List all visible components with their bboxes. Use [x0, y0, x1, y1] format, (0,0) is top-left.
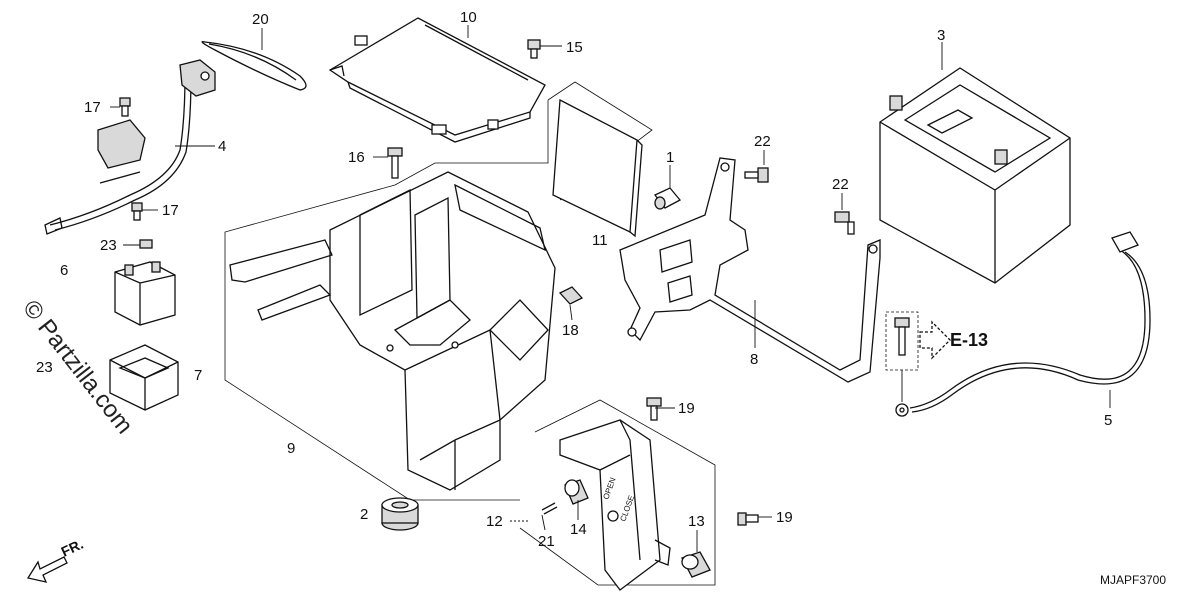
knob-part [564, 479, 589, 505]
callout-17-upper: 17 [84, 99, 101, 116]
callout-1: 1 [666, 149, 674, 166]
battery-case-part [229, 171, 556, 491]
leader-lines [110, 25, 1111, 552]
callout-22-lower: 22 [832, 176, 849, 193]
reference-arrow: E-13 [919, 320, 988, 360]
pin-part [541, 502, 558, 515]
battery-cover-part [328, 17, 546, 143]
bolt-19-upper [646, 397, 662, 421]
reference-label: E-13 [950, 330, 988, 350]
callout-15: 15 [566, 39, 583, 56]
fuse-part [653, 187, 682, 210]
relay-cover-part [109, 344, 179, 411]
callout-21: 21 [538, 533, 555, 550]
callout-18: 18 [562, 322, 579, 339]
negative-cable-part [895, 231, 1151, 417]
callout-3: 3 [937, 27, 945, 44]
callout-19-upper: 19 [678, 400, 695, 417]
callout-8: 8 [750, 351, 758, 368]
callout-20: 20 [252, 11, 269, 28]
callout-5: 5 [1104, 412, 1112, 429]
clip-part [558, 286, 584, 305]
callout-17-lower: 17 [162, 202, 179, 219]
callout-4: 4 [218, 138, 226, 155]
bolt-15 [527, 39, 541, 59]
callout-23-upper: 23 [100, 237, 117, 254]
diagram-code: MJAPF3700 [1100, 573, 1166, 587]
callout-9: 9 [287, 440, 295, 457]
positive-cable-part [44, 59, 216, 235]
grommet-part [381, 497, 419, 531]
callout-10: 10 [460, 9, 477, 26]
bolt-19-lower [737, 512, 759, 526]
bolt-17-lower [131, 202, 143, 221]
foam-pad-part [552, 98, 643, 238]
callout-11: 11 [592, 232, 608, 249]
bolt-22-lower [834, 211, 855, 235]
bolt-22-upper [744, 167, 769, 183]
plug-part [681, 551, 711, 578]
callout-6: 6 [60, 262, 68, 279]
callout-23-lower: 23 [36, 359, 53, 376]
callout-19-lower: 19 [776, 509, 793, 526]
callout-22-upper: 22 [754, 133, 771, 150]
bolt-17-upper [119, 97, 131, 117]
callout-7: 7 [194, 367, 202, 384]
reference-bolt [885, 311, 919, 402]
front-direction-label: FR. [59, 536, 86, 560]
battery-bracket-part [619, 157, 881, 383]
callout-14: 14 [570, 521, 587, 538]
battery-part [879, 67, 1071, 284]
callout-16: 16 [348, 149, 365, 166]
side-cover-part [559, 419, 671, 591]
callout-12: 12 [486, 513, 503, 530]
bolt-16 [387, 147, 403, 179]
callout-2: 2 [360, 506, 368, 523]
front-direction-arrow: FR. [26, 536, 86, 583]
starter-relay-part [114, 239, 176, 326]
rubber-band-part [201, 41, 307, 91]
callout-numbers: 20 10 15 3 17 4 16 1 22 22 17 11 23 6 18… [36, 9, 1112, 550]
callout-13: 13 [688, 513, 705, 530]
